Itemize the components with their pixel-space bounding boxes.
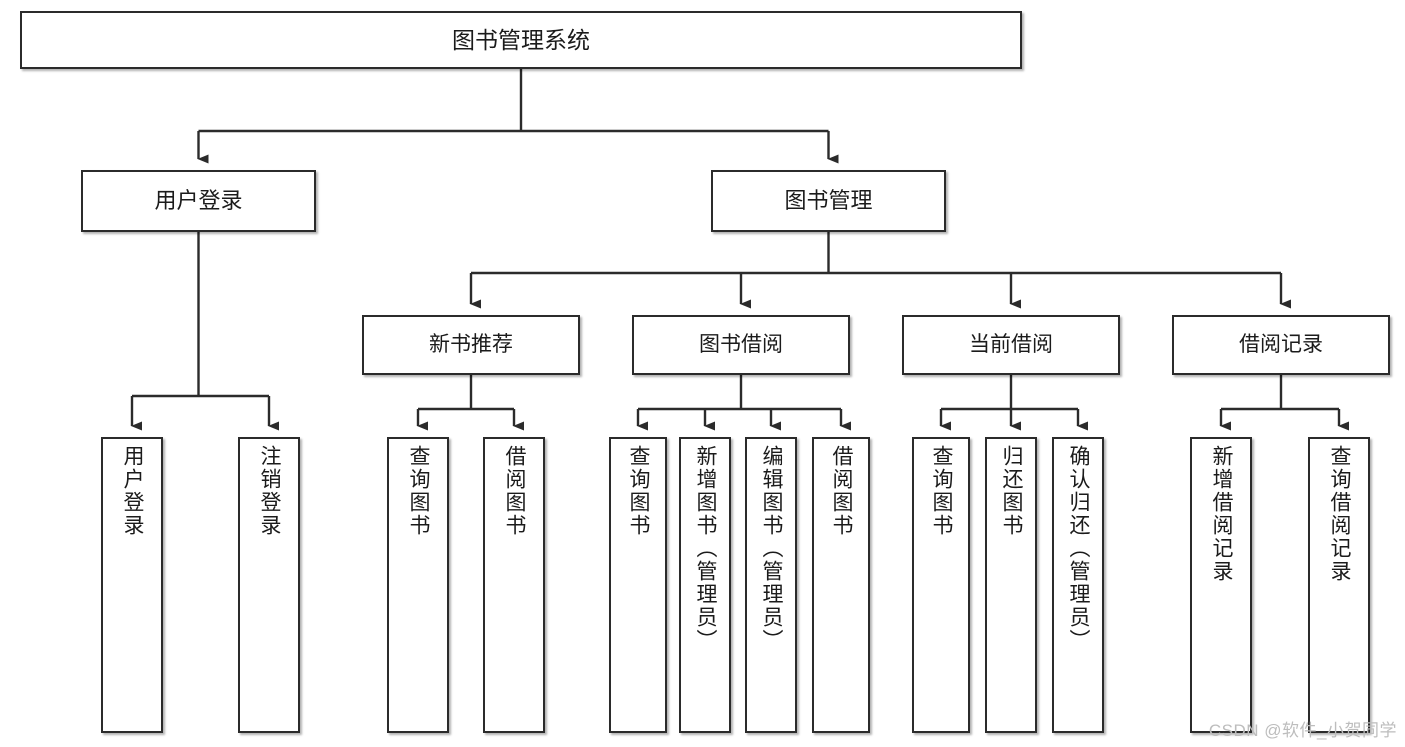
node-label: 新增图书（管理员）: [694, 445, 718, 652]
node-label: 归还图书: [1000, 445, 1024, 537]
node-leaf-confirm-return[interactable]: 确认归还（管理员）: [1052, 437, 1104, 733]
node-label: 借阅记录: [1239, 332, 1323, 356]
node-label: 图书管理: [784, 188, 873, 214]
node-leaf-query-borrow-record[interactable]: 查询借阅记录: [1308, 437, 1370, 733]
node-leaf-borrow-book-2[interactable]: 借阅图书: [812, 437, 870, 733]
node-leaf-query-book-3[interactable]: 查询图书: [912, 437, 970, 733]
node-label: 借阅图书: [830, 445, 854, 537]
csdn-watermark: CSDN @软件_小贺同学: [1208, 721, 1397, 740]
node-label: 查询借阅记录: [1328, 445, 1352, 583]
node-borrow-record[interactable]: 借阅记录: [1172, 315, 1390, 375]
node-label: 查询图书: [627, 445, 651, 537]
node-leaf-add-book-admin[interactable]: 新增图书（管理员）: [679, 437, 731, 733]
node-leaf-user-logout[interactable]: 注销登录: [238, 437, 300, 733]
node-leaf-edit-book-admin[interactable]: 编辑图书（管理员）: [745, 437, 797, 733]
node-leaf-query-book-1[interactable]: 查询图书: [387, 437, 449, 733]
node-current-borrow[interactable]: 当前借阅: [902, 315, 1120, 375]
node-label: 查询图书: [930, 445, 954, 537]
node-new-book-recommend[interactable]: 新书推荐: [362, 315, 580, 375]
node-label: 注销登录: [258, 445, 282, 537]
node-label: 用户登录: [154, 188, 243, 214]
node-label: 当前借阅: [969, 332, 1053, 356]
node-label: 新书推荐: [429, 332, 513, 356]
node-leaf-return-book[interactable]: 归还图书: [985, 437, 1037, 733]
node-label: 查询图书: [407, 445, 431, 537]
node-label: 借阅图书: [503, 445, 527, 537]
node-leaf-user-login[interactable]: 用户登录: [101, 437, 163, 733]
node-book-borrow[interactable]: 图书借阅: [632, 315, 850, 375]
node-root-图书管理系统[interactable]: 图书管理系统: [20, 11, 1022, 69]
node-leaf-add-borrow-record[interactable]: 新增借阅记录: [1190, 437, 1252, 733]
node-leaf-borrow-book-1[interactable]: 借阅图书: [483, 437, 545, 733]
node-label: 用户登录: [121, 445, 145, 537]
node-label: 新增借阅记录: [1210, 445, 1234, 583]
node-label: 图书管理系统: [452, 26, 590, 53]
node-leaf-query-book-2[interactable]: 查询图书: [609, 437, 667, 733]
node-label: 编辑图书（管理员）: [760, 445, 784, 652]
node-book-manage[interactable]: 图书管理: [711, 170, 946, 232]
node-label: 图书借阅: [699, 332, 783, 356]
node-user-login[interactable]: 用户登录: [81, 170, 316, 232]
node-label: 确认归还（管理员）: [1067, 445, 1091, 652]
